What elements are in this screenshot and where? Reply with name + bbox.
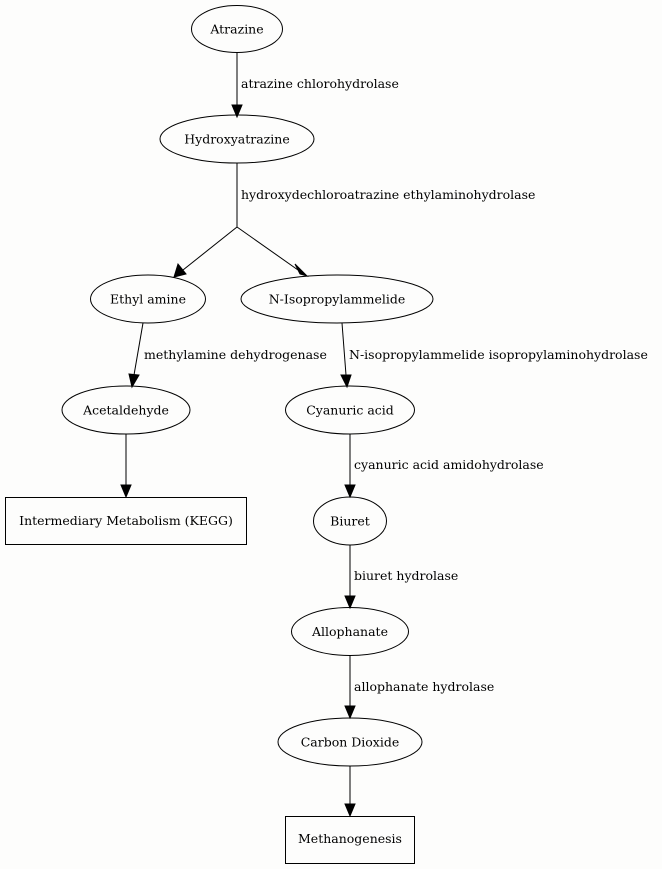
- enzyme-label-n-isopropylammelide-isopropylaminohydrolase: N-isopropylammelide isopropylaminohydrol…: [349, 347, 648, 362]
- compound-label: Ethyl amine: [110, 292, 186, 307]
- pathway-label: Methanogenesis: [298, 831, 402, 846]
- compound-ellipse: [313, 496, 387, 546]
- compound-ellipse: [277, 717, 423, 767]
- arrowhead: [344, 484, 356, 499]
- edge-branch-to-ethyl-amine: [173, 226, 238, 278]
- enzyme-label-cyanuric-acid-amidohydrolase: cyanuric acid amidohydrolase: [354, 457, 544, 472]
- arrowhead: [340, 374, 352, 389]
- enzyme-label-methylamine-dehydrogenase: methylamine dehydrogenase: [144, 347, 327, 362]
- compound-ellipse: [90, 274, 206, 324]
- pathway-label: Intermediary Metabolism (KEGG): [19, 513, 233, 528]
- arrowhead: [128, 373, 140, 389]
- edge-biuret-to-allophanate: [344, 545, 356, 610]
- compound-ellipse: [159, 114, 315, 164]
- node-allophanate[interactable]: Allophanate: [291, 607, 409, 656]
- arrowhead: [344, 803, 356, 818]
- node-atrazine[interactable]: Atrazine: [191, 5, 283, 53]
- edge-cyanuric-acid-to-biuret: [344, 434, 356, 499]
- node-biuret[interactable]: Biuret: [313, 496, 387, 546]
- compound-ellipse: [191, 5, 283, 53]
- edge-branch-to-n-isopropylammelide: [236, 226, 309, 278]
- enzyme-label-hydroxydechloroatrazine-ethylaminohydrolase: hydroxydechloroatrazine ethylaminohydrol…: [241, 187, 535, 202]
- node-acetaldehyde[interactable]: Acetaldehyde: [61, 385, 191, 435]
- node-methanogenesis[interactable]: Methanogenesis: [285, 816, 415, 864]
- compound-ellipse: [61, 385, 191, 435]
- compound-ellipse: [240, 274, 434, 324]
- edge-atrazine-to-hydroxyatrazine: [231, 52, 243, 119]
- pathway-box: [5, 497, 247, 545]
- compound-label: N-Isopropylammelide: [269, 292, 406, 307]
- edge-n-isopropylammelide-to-cyanuric-acid: [340, 322, 352, 389]
- enzyme-label-biuret-hydrolase: biuret hydrolase: [354, 568, 458, 583]
- edge-ethyl-amine-to-acetaldehyde: [128, 322, 144, 389]
- node-ethyl-amine[interactable]: Ethyl amine: [90, 274, 206, 324]
- compound-label: Hydroxyatrazine: [184, 132, 290, 147]
- arrowhead: [173, 262, 187, 278]
- compound-ellipse: [291, 607, 409, 656]
- edge-allophanate-to-carbon-dioxide: [344, 655, 356, 720]
- arrowhead: [231, 104, 243, 119]
- node-intermediary-metabolism[interactable]: Intermediary Metabolism (KEGG): [5, 497, 247, 545]
- arrowhead: [294, 263, 309, 278]
- arrowhead: [120, 484, 132, 499]
- compound-label: Atrazine: [209, 22, 263, 37]
- node-carbon-dioxide[interactable]: Carbon Dioxide: [277, 717, 423, 767]
- enzyme-label-atrazine-chlorohydrolase: atrazine chlorohydrolase: [241, 76, 399, 91]
- compound-label: Cyanuric acid: [306, 403, 394, 418]
- edge-carbon-dioxide-to-methanogenesis: [344, 766, 356, 818]
- arrowhead: [344, 595, 356, 610]
- compound-label: Acetaldehyde: [82, 403, 169, 418]
- compound-label: Carbon Dioxide: [301, 735, 400, 750]
- node-hydroxyatrazine[interactable]: Hydroxyatrazine: [159, 114, 315, 164]
- pathway-box: [285, 816, 415, 864]
- node-cyanuric-acid[interactable]: Cyanuric acid: [285, 385, 415, 435]
- compound-label: Allophanate: [311, 624, 388, 639]
- compound-label: Biuret: [330, 514, 370, 529]
- edge-acetaldehyde-to-intermediary-metabolism: [120, 434, 132, 499]
- enzyme-label-allophanate-hydrolase: allophanate hydrolase: [354, 679, 494, 694]
- node-n-isopropylammelide[interactable]: N-Isopropylammelide: [240, 274, 434, 324]
- compound-ellipse: [285, 385, 415, 435]
- arrowhead: [344, 705, 356, 720]
